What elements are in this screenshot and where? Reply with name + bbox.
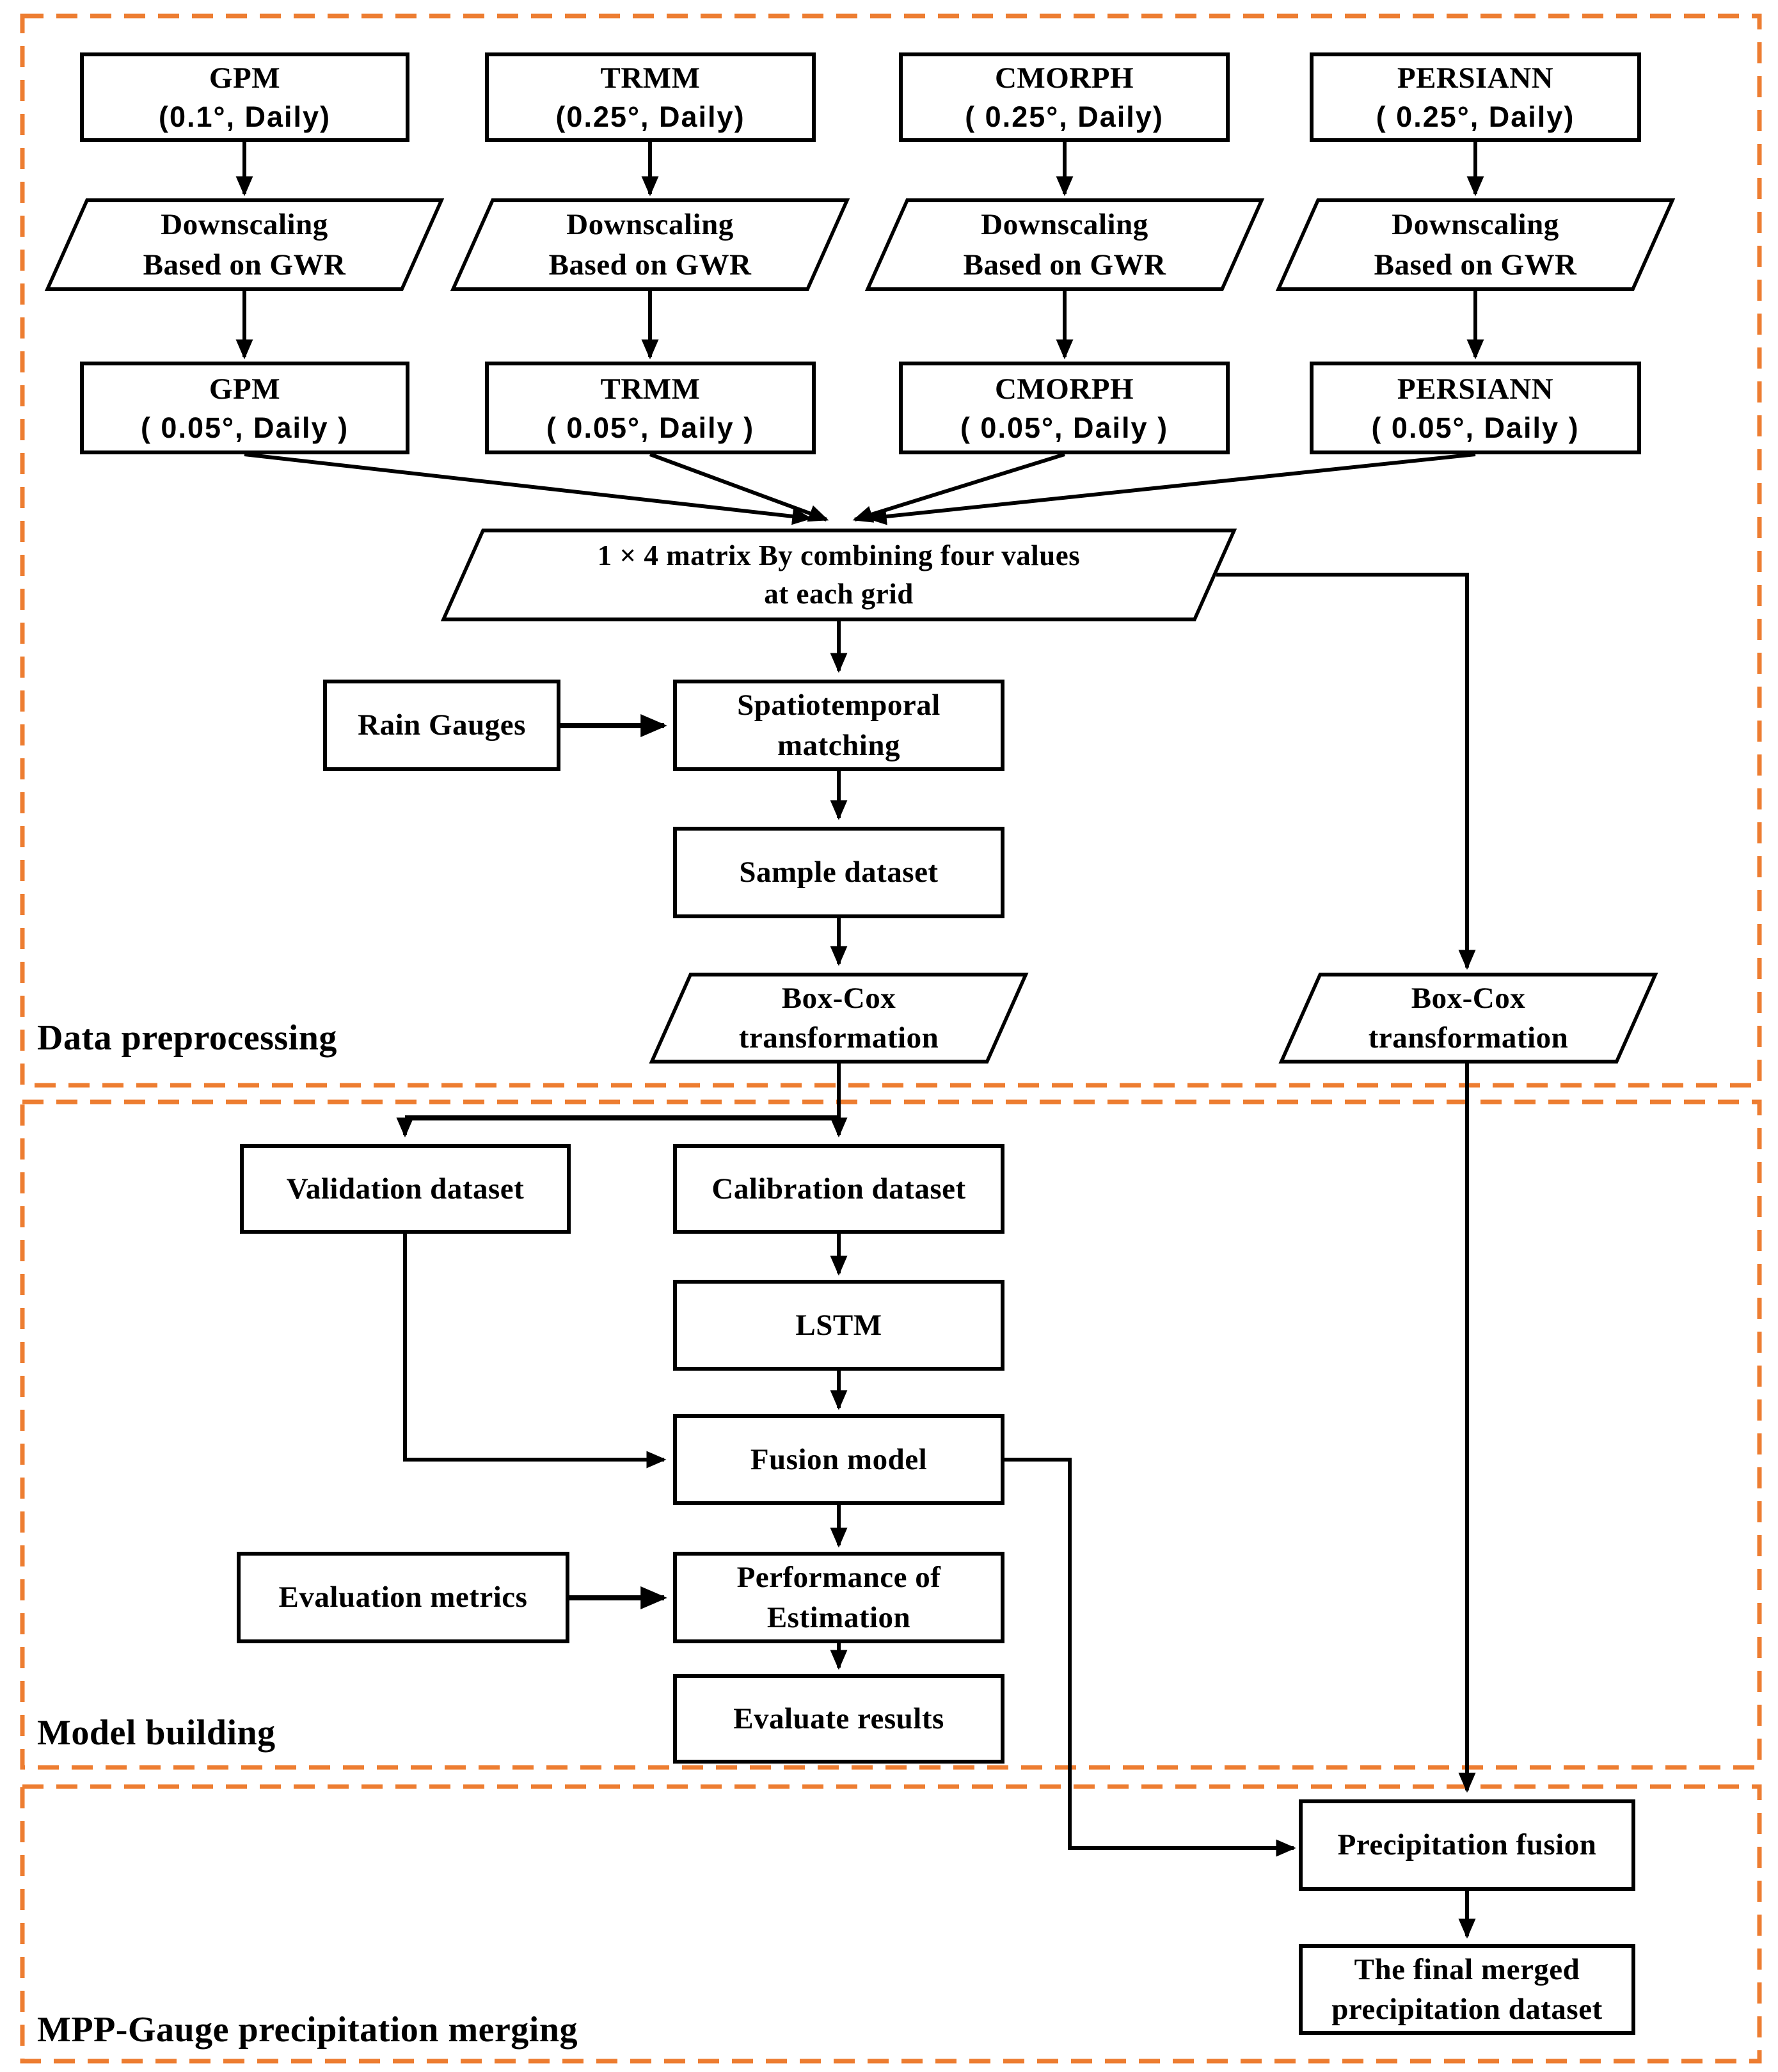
arrow-trmm-matrix xyxy=(649,452,829,522)
node-gpm-raw: GPM (0.1°, Daily) xyxy=(80,52,409,142)
downscaling-trmm-line2: Based on GWR xyxy=(548,248,752,282)
gpm-downscaled-title: GPM xyxy=(209,372,281,406)
calibration-dataset-title: Calibration dataset xyxy=(711,1172,966,1206)
trmm-raw-title: TRMM xyxy=(600,61,701,95)
downscaling-cmorph-line2: Based on GWR xyxy=(963,248,1166,282)
arrow-fusion-precipfusion xyxy=(1004,1458,1296,1857)
node-downscaling-gpm: Downscaling Based on GWR xyxy=(44,198,445,291)
spatiotemporal-line2: matching xyxy=(777,728,900,762)
node-downscaling-persiann: Downscaling Based on GWR xyxy=(1275,198,1676,291)
node-evaluate-results: Evaluate results xyxy=(673,1674,1004,1764)
node-calibration-dataset: Calibration dataset xyxy=(673,1144,1004,1234)
node-sample-dataset: Sample dataset xyxy=(673,827,1004,918)
section-data-preprocessing-outline xyxy=(20,13,1762,1088)
trmm-downscaled-title: TRMM xyxy=(600,372,701,406)
validation-dataset-title: Validation dataset xyxy=(286,1172,525,1206)
arrow-validation-fusion xyxy=(403,1234,667,1469)
matrix-line1: 1 × 4 matrix By combining four values xyxy=(597,539,1081,572)
cmorph-downscaled-resolution: ( 0.05°, Daily ) xyxy=(960,411,1169,444)
node-persiann-downscaled: PERSIANN ( 0.05°, Daily ) xyxy=(1310,362,1641,454)
trmm-raw-resolution: (0.25°, Daily) xyxy=(555,100,745,134)
node-rain-gauges: Rain Gauges xyxy=(323,680,560,771)
node-fusion-model: Fusion model xyxy=(673,1414,1004,1505)
downscaling-persiann-line2: Based on GWR xyxy=(1374,248,1577,282)
performance-line1: Performance of xyxy=(736,1561,941,1595)
persiann-downscaled-title: PERSIANN xyxy=(1397,372,1554,406)
final-dataset-line2: precipitation dataset xyxy=(1331,1993,1603,2026)
arrow-matrix-boxcox-right xyxy=(1216,573,1476,970)
node-performance: Performance of Estimation xyxy=(673,1552,1004,1643)
node-evaluation-metrics: Evaluation metrics xyxy=(237,1552,569,1643)
node-gpm-downscaled: GPM ( 0.05°, Daily ) xyxy=(80,362,409,454)
node-cmorph-raw: CMORPH ( 0.25°, Daily) xyxy=(899,52,1230,142)
performance-line2: Estimation xyxy=(766,1600,911,1634)
cmorph-downscaled-title: CMORPH xyxy=(994,372,1134,406)
downscaling-cmorph-text: Downscaling Based on GWR xyxy=(889,202,1240,287)
node-boxcox-right: Box-Cox transformation xyxy=(1278,973,1658,1064)
final-dataset-line1: The final merged xyxy=(1354,1952,1580,1986)
node-trmm-downscaled: TRMM ( 0.05°, Daily ) xyxy=(485,362,816,454)
gpm-downscaled-resolution: ( 0.05°, Daily ) xyxy=(140,411,349,444)
persiann-downscaled-resolution: ( 0.05°, Daily ) xyxy=(1371,411,1580,444)
section-label-data-preprocessing: Data preprocessing xyxy=(37,1018,337,1058)
downscaling-trmm-line1: Downscaling xyxy=(566,208,734,242)
cmorph-raw-resolution: ( 0.25°, Daily) xyxy=(965,100,1164,134)
fusion-model-title: Fusion model xyxy=(750,1442,928,1476)
downscaling-cmorph-line1: Downscaling xyxy=(981,208,1148,242)
persiann-raw-title: PERSIANN xyxy=(1397,61,1554,95)
node-persiann-raw: PERSIANN ( 0.25°, Daily) xyxy=(1310,52,1641,142)
downscaling-trmm-text: Downscaling Based on GWR xyxy=(475,202,825,287)
arrow-cmorph-matrix xyxy=(852,452,1065,523)
downscaling-gpm-text: Downscaling Based on GWR xyxy=(69,202,420,287)
node-validation-dataset: Validation dataset xyxy=(240,1144,571,1234)
persiann-raw-resolution: ( 0.25°, Daily) xyxy=(1376,100,1575,134)
boxcox-right-text: Box-Cox transformation xyxy=(1303,976,1634,1060)
precipitation-fusion-title: Precipitation fusion xyxy=(1337,1828,1597,1862)
boxcox-left-line2: transformation xyxy=(738,1021,939,1055)
section-model-building-outline xyxy=(20,1099,1762,1770)
evaluate-results-title: Evaluate results xyxy=(733,1701,944,1735)
gpm-raw-resolution: (0.1°, Daily) xyxy=(158,100,331,134)
boxcox-right-line1: Box-Cox xyxy=(1411,981,1526,1015)
node-matrix: 1 × 4 matrix By combining four values at… xyxy=(440,529,1237,621)
matrix-text: 1 × 4 matrix By combining four values at… xyxy=(465,532,1212,618)
trmm-downscaled-resolution: ( 0.05°, Daily ) xyxy=(546,411,755,444)
downscaling-persiann-line1: Downscaling xyxy=(1392,208,1559,242)
node-lstm: LSTM xyxy=(673,1280,1004,1371)
gpm-raw-title: GPM xyxy=(209,61,281,95)
rain-gauges-title: Rain Gauges xyxy=(358,708,526,742)
node-boxcox-left: Box-Cox transformation xyxy=(649,973,1029,1064)
downscaling-gpm-line1: Downscaling xyxy=(161,208,328,242)
arrow-gpm-matrix xyxy=(244,452,813,525)
node-cmorph-downscaled: CMORPH ( 0.05°, Daily ) xyxy=(899,362,1230,454)
cmorph-raw-title: CMORPH xyxy=(994,61,1134,95)
flow-arrows xyxy=(235,142,1484,1939)
evaluation-metrics-title: Evaluation metrics xyxy=(278,1581,528,1614)
sample-dataset-title: Sample dataset xyxy=(739,856,939,889)
downscaling-persiann-text: Downscaling Based on GWR xyxy=(1300,202,1651,287)
node-trmm-raw: TRMM (0.25°, Daily) xyxy=(485,52,816,142)
boxcox-left-line1: Box-Cox xyxy=(781,981,896,1015)
section-label-mpp-gauge: MPP-Gauge precipitation merging xyxy=(37,2010,578,2050)
lstm-title: LSTM xyxy=(795,1308,882,1342)
section-mpp-gauge-outline xyxy=(20,1784,1762,2064)
node-precipitation-fusion: Precipitation fusion xyxy=(1299,1799,1635,1891)
matrix-line2: at each grid xyxy=(764,577,914,610)
node-final-dataset: The final merged precipitation dataset xyxy=(1299,1944,1635,2035)
arrow-persiann-matrix xyxy=(866,452,1476,525)
section-label-model-building: Model building xyxy=(37,1713,276,1753)
node-downscaling-cmorph: Downscaling Based on GWR xyxy=(864,198,1265,291)
boxcox-right-line2: transformation xyxy=(1368,1021,1569,1055)
boxcox-left-text: Box-Cox transformation xyxy=(673,976,1004,1060)
spatiotemporal-line1: Spatiotemporal xyxy=(737,689,941,722)
node-spatiotemporal: Spatiotemporal matching xyxy=(673,680,1004,771)
node-downscaling-trmm: Downscaling Based on GWR xyxy=(450,198,850,291)
downscaling-gpm-line2: Based on GWR xyxy=(143,248,346,282)
